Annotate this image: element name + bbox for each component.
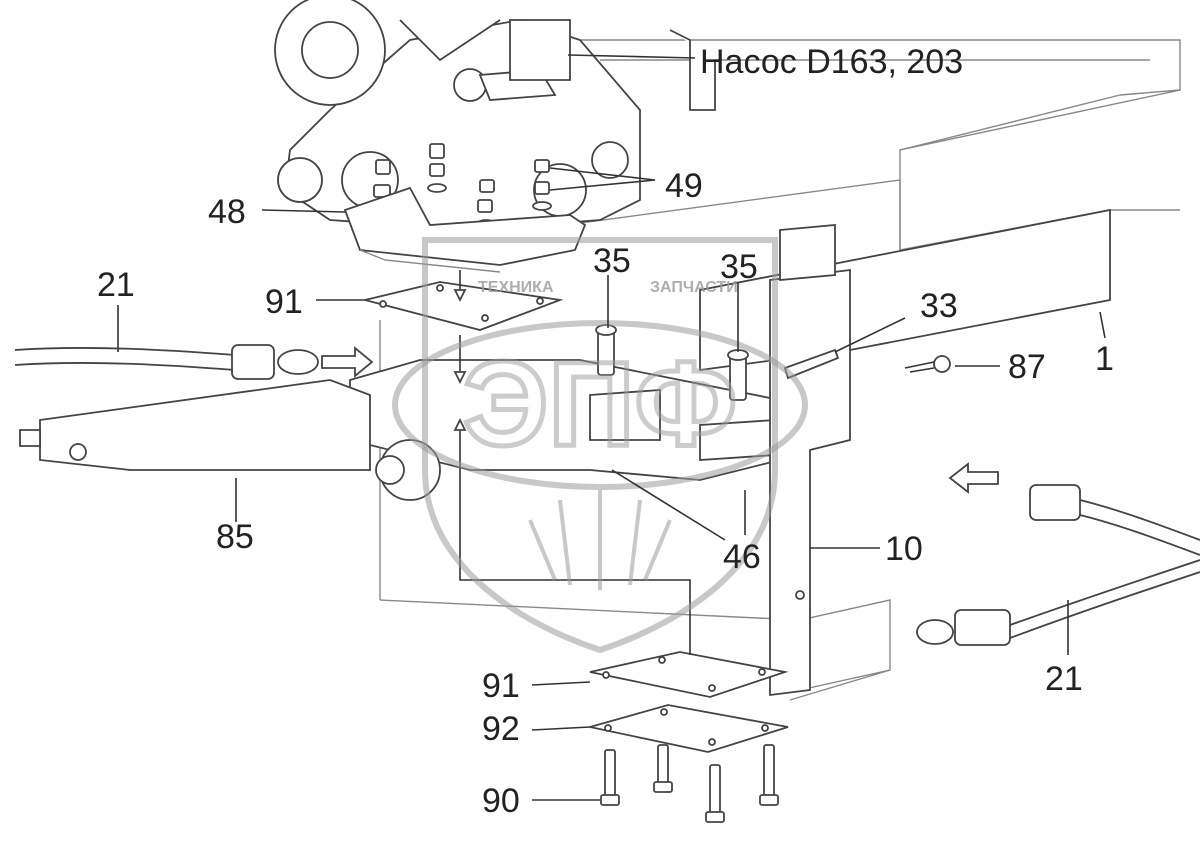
bolts-90	[600, 744, 779, 823]
label-49: 49	[665, 167, 703, 205]
label-35-right: 35	[720, 248, 758, 286]
label-1: 1	[1095, 340, 1114, 378]
leader-lines	[117, 54, 1106, 801]
plate-92	[589, 704, 789, 753]
callout-labels: Насос D163, 203 49 48 35 35 21 91 33 87 …	[97, 43, 1114, 820]
label-21-left: 21	[97, 266, 135, 304]
hose-21-right-upper	[1029, 484, 1200, 556]
label-87: 87	[1008, 348, 1046, 386]
clip-87	[904, 355, 951, 373]
watermark-left-text: ТЕХНИКА	[478, 279, 554, 296]
watermark-logo: ТЕХНИКА ЗАПЧАСТИ ЭПФ	[392, 237, 808, 654]
label-91-upper: 91	[265, 283, 303, 321]
console-block	[349, 359, 781, 501]
label-35-left: 35	[593, 242, 631, 280]
watermark-right-text: ЗАПЧАСТИ	[650, 279, 738, 296]
pins-35	[595, 324, 749, 401]
label-90: 90	[482, 782, 520, 820]
label-10: 10	[885, 530, 923, 568]
hose-21-right-lower	[916, 559, 1200, 646]
label-85: 85	[216, 518, 254, 556]
watermark-logo-text: ЭПФ	[463, 337, 737, 471]
pump-assembly	[274, 0, 716, 231]
label-48: 48	[208, 193, 246, 231]
drawbar-85	[19, 379, 371, 471]
label-21-right: 21	[1045, 660, 1083, 698]
direction-arrows	[321, 346, 999, 494]
label-91-lower: 91	[482, 667, 520, 705]
plate-91-upper	[364, 281, 564, 331]
hose-21-left	[14, 344, 319, 380]
label-92: 92	[482, 710, 520, 748]
post-10	[769, 224, 851, 697]
bracket-48	[343, 186, 587, 273]
label-46: 46	[723, 538, 761, 576]
label-33: 33	[920, 287, 958, 325]
plate-91-lower	[589, 651, 789, 698]
assembly-guides	[453, 270, 691, 655]
label-pump: Насос D163, 203	[700, 43, 963, 81]
